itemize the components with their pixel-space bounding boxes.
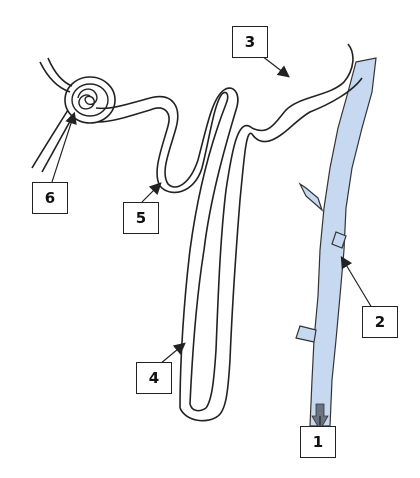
ascending-limb (205, 124, 253, 409)
leader-line-2 (340, 255, 373, 309)
label-2: 2 (362, 306, 398, 338)
efferent-arteriole (31, 109, 69, 169)
bowmans-capsule (64, 76, 116, 124)
collecting-duct-branch (298, 182, 324, 212)
descending-limb (189, 87, 239, 405)
glomerulus (77, 88, 98, 110)
afferent-arteriole (47, 57, 73, 87)
proximal-convoluted-tubule (97, 93, 223, 194)
leader-line-5 (141, 182, 162, 203)
label-4-loop-of-henle: 4 (136, 362, 172, 394)
collecting-duct-branch (331, 231, 347, 249)
proximal-convoluted-tubule (95, 89, 225, 188)
leader-line-4 (159, 342, 186, 365)
loop-of-henle-bend (179, 407, 219, 422)
bowmans-capsule-inner (71, 83, 109, 117)
label-3-distal-tubule: 3 (232, 26, 268, 58)
distal-convoluted-tubule (251, 43, 354, 132)
descending-limb (179, 91, 229, 409)
afferent-arteriole (39, 61, 71, 93)
collecting-duct-branch (295, 325, 317, 343)
label-1-collecting-duct: 1 (300, 426, 336, 458)
loop-of-henle-bend (189, 403, 207, 412)
leader-line-6 (51, 111, 77, 183)
label-5-proximal-tubule: 5 (123, 202, 159, 234)
leader-line-3 (261, 55, 290, 78)
ascending-limb (217, 132, 253, 417)
distal-convoluted-tubule (251, 77, 363, 143)
label-6-arteriole: 6 (32, 182, 68, 214)
